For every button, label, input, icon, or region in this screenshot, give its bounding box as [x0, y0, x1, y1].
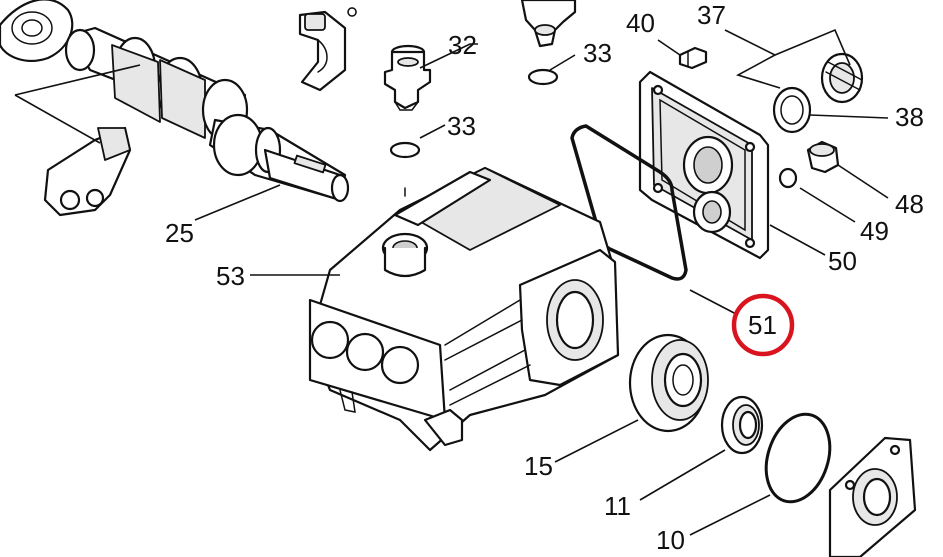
- label-part-53: 53: [216, 261, 245, 291]
- cover-part-50: [638, 70, 770, 260]
- label-part-25: 25: [165, 218, 194, 248]
- o-ring-part-33-lower: [389, 141, 421, 159]
- o-ring-part-49: [778, 167, 798, 189]
- valve-plug-part-32: [383, 44, 432, 111]
- label-part-48: 48: [895, 189, 924, 219]
- label-part-38: 38: [895, 102, 924, 132]
- label-part-32: 32: [448, 30, 477, 60]
- label-part-11: 11: [604, 491, 631, 521]
- plug-part-37: [820, 52, 864, 104]
- valve-plug-top: [520, 0, 577, 48]
- label-part-37: 37: [697, 0, 726, 30]
- bearing-part-15: [628, 333, 709, 433]
- label-part-51: 51: [748, 310, 777, 340]
- small-marker: [347, 7, 357, 17]
- o-ring-part-10: [764, 412, 832, 504]
- label-part-33-upper: 33: [583, 38, 612, 68]
- seal-part-11: [720, 395, 764, 455]
- flange-bottom-right: [828, 436, 917, 557]
- bearing-top-left: [0, 0, 74, 62]
- label-part-15: 15: [524, 451, 553, 481]
- plug-part-48: [806, 140, 840, 174]
- label-part-33-lower: 33: [447, 111, 476, 141]
- crankshaft-part-25: [64, 26, 350, 203]
- screw-part-40: [678, 46, 708, 70]
- connecting-rod-left: [43, 126, 132, 217]
- leader-shaft-1: [14, 64, 141, 96]
- highlight-circle-part-51: [731, 293, 795, 357]
- o-ring-part-33-upper: [527, 68, 559, 86]
- leader-lines: [194, 28, 889, 536]
- washer-part-38: [772, 86, 812, 134]
- label-part-40: 40: [626, 8, 655, 38]
- conrod-cap-top: [298, 10, 347, 92]
- label-part-49: 49: [860, 216, 889, 246]
- pump-housing-part-53: [308, 166, 620, 452]
- label-part-10: 10: [656, 525, 685, 555]
- leader-shaft-2: [14, 94, 101, 144]
- washer-part-38-inner: [780, 95, 804, 125]
- label-part-50: 50: [828, 246, 857, 276]
